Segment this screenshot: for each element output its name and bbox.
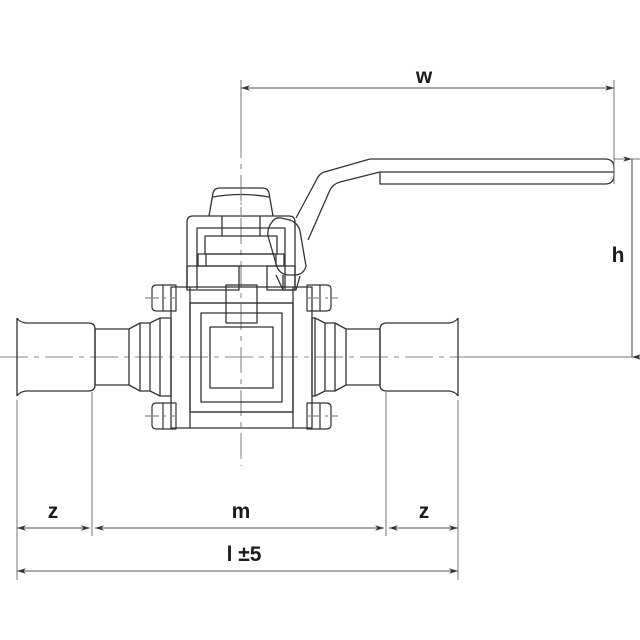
dim-label-w: w — [415, 65, 433, 88]
dim-label-z-left: z — [48, 500, 59, 523]
body-bore-rect — [200, 312, 283, 403]
bonnet-assembly — [186, 187, 296, 291]
bolt-bottom-right — [306, 402, 332, 430]
dimension-lines — [17, 85, 640, 574]
left-hex-transition — [128, 322, 151, 392]
right-press-end — [311, 317, 459, 397]
bolt-bottom-left — [151, 402, 177, 430]
extension-lines — [16, 80, 640, 580]
dimension-labels: w h z m z l ±5 — [48, 65, 625, 566]
lever-stop-lug — [275, 274, 301, 291]
lever-arm-upper-edge — [295, 158, 371, 219]
right-hex-transition — [324, 322, 347, 392]
lever-pivot-boss — [267, 217, 307, 276]
body-flange-bolts — [145, 284, 338, 430]
stem-collar-block — [225, 284, 258, 324]
stem-washer-lower — [197, 253, 285, 267]
bonnet-bracket-inner — [196, 227, 286, 289]
valve-body — [170, 284, 313, 429]
lever-arm-lower-edge — [307, 171, 381, 241]
bolt-top-left — [151, 284, 177, 312]
right-nipple-barrel — [345, 328, 380, 386]
ball-seat-rect — [209, 326, 274, 389]
dim-label-m: m — [232, 500, 251, 523]
dim-label-h: h — [612, 244, 625, 267]
body-outer-rect — [170, 286, 313, 429]
stop-plate-left — [186, 265, 240, 291]
bolt-top-right — [306, 284, 332, 312]
left-nipple-barrel — [95, 328, 130, 386]
dim-label-l: l ±5 — [227, 543, 262, 566]
dim-label-z-right: z — [419, 500, 430, 523]
